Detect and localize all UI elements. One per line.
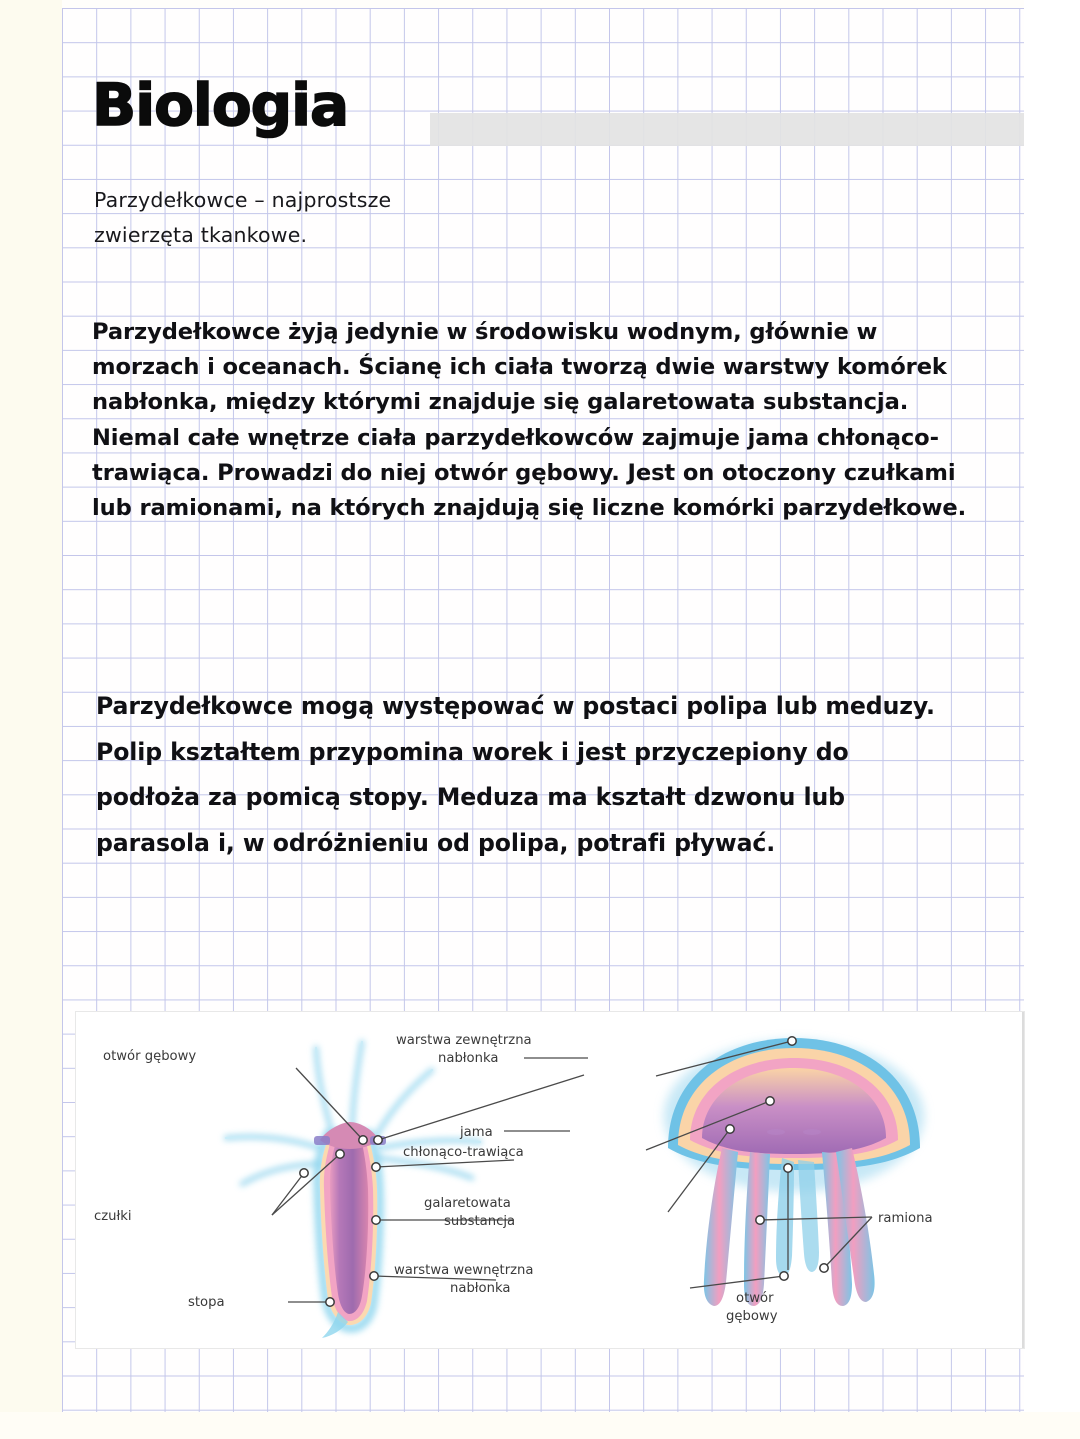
- leader-lines: [271, 1040, 873, 1303]
- text-line: Polip kształtem przypomina worek i jest …: [96, 737, 849, 766]
- text-line: Parzydełkowce mogą występować w postaci …: [96, 692, 935, 720]
- text-line: podłoża za pomicą stopy. Meduza ma kszta…: [96, 783, 845, 811]
- polyp-foot: [322, 1312, 348, 1338]
- medusa-bell-body: [702, 1068, 886, 1154]
- text-line: morzach i oceanach. Ścianę ich ciała two…: [92, 354, 947, 381]
- page-subtitle: Parzydełkowce – najprostsze zwierzęta tk…: [94, 183, 391, 253]
- text-line: trawiąca. Prowadzi do niej otwór gębowy.…: [92, 459, 956, 486]
- panel-right-edge: [1022, 1012, 1024, 1348]
- label-polyp-mouth: otwór gębowy: [103, 1048, 196, 1064]
- polyp-outer-glow: [313, 1129, 384, 1333]
- left-margin: [0, 0, 62, 1439]
- bottom-margin: [0, 1412, 1080, 1439]
- label-polyp-tentacles: czułki: [94, 1209, 132, 1224]
- label-inner-layer-line1: warstwa wewnętrzna: [394, 1263, 534, 1278]
- label-medusa-mouth-line1: otwór: [736, 1290, 774, 1306]
- cnidaria-diagram: otwór gębowy czułki stopa warstwa zewnęt…: [94, 1033, 933, 1338]
- label-outer-layer-line2: nabłonka: [438, 1051, 498, 1066]
- medusa-arms: [703, 1148, 875, 1306]
- text-line: Parzydełkowce żyją jedynie w środowisku …: [92, 319, 878, 345]
- polyp-left-band: [314, 1136, 330, 1145]
- label-medusa-mouth-line2: gębowy: [726, 1309, 778, 1324]
- polyp-body: [329, 1138, 369, 1314]
- leader-dots: [299, 1036, 829, 1307]
- subtitle-line: zwierzęta tkankowe.: [94, 223, 308, 247]
- label-inner-layer-line2: nabłonka: [450, 1281, 510, 1296]
- label-outer-layer-line1: warstwa zewnętrzna: [396, 1033, 532, 1048]
- right-margin: [1024, 0, 1080, 1439]
- label-jelly-line2: substancja: [444, 1214, 515, 1229]
- polyp-illustration: [223, 1039, 483, 1338]
- label-polyp-foot: stopa: [188, 1295, 225, 1310]
- label-cavity-line1: jama: [459, 1125, 493, 1140]
- biology-diagram-panel: otwór gębowy czułki stopa warstwa zewnęt…: [76, 1012, 1024, 1348]
- text-line: nabłonka, między którymi znajduje się ga…: [92, 389, 909, 416]
- label-jelly-line1: galaretowata: [424, 1196, 511, 1211]
- text-line: Niemal całe wnętrze ciała parzydełkowców…: [92, 424, 939, 451]
- paragraph-two: Parzydełkowce mogą występować w postaci …: [96, 684, 1046, 866]
- page-title: Biologia: [91, 71, 350, 139]
- text-line: lub ramionami, na których znajdują się l…: [92, 495, 967, 522]
- label-cavity-line2: chłonąco-trawiąca: [403, 1145, 524, 1160]
- label-medusa-arms: ramiona: [878, 1211, 933, 1226]
- header-highlight-band: [430, 113, 1024, 146]
- medusa-illustration: [664, 1038, 924, 1306]
- text-line: parasola i, w odróżnieniu od polipa, pot…: [96, 828, 776, 857]
- subtitle-line: Parzydełkowce – najprostsze: [94, 188, 392, 212]
- paragraph-one: Parzydełkowce żyją jedynie w środowisku …: [92, 315, 1047, 526]
